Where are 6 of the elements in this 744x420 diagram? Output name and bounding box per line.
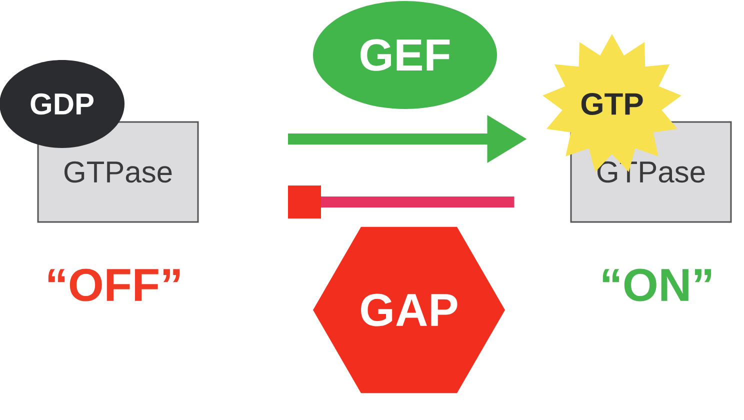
inhibition-line [288, 186, 514, 218]
state-label: “ON” [602, 268, 712, 302]
oval-badge: GDP [0, 60, 124, 148]
oval-badge: GEF [313, 1, 497, 109]
state-label: “OFF” [48, 268, 180, 302]
hexagon: GAP [313, 226, 505, 394]
